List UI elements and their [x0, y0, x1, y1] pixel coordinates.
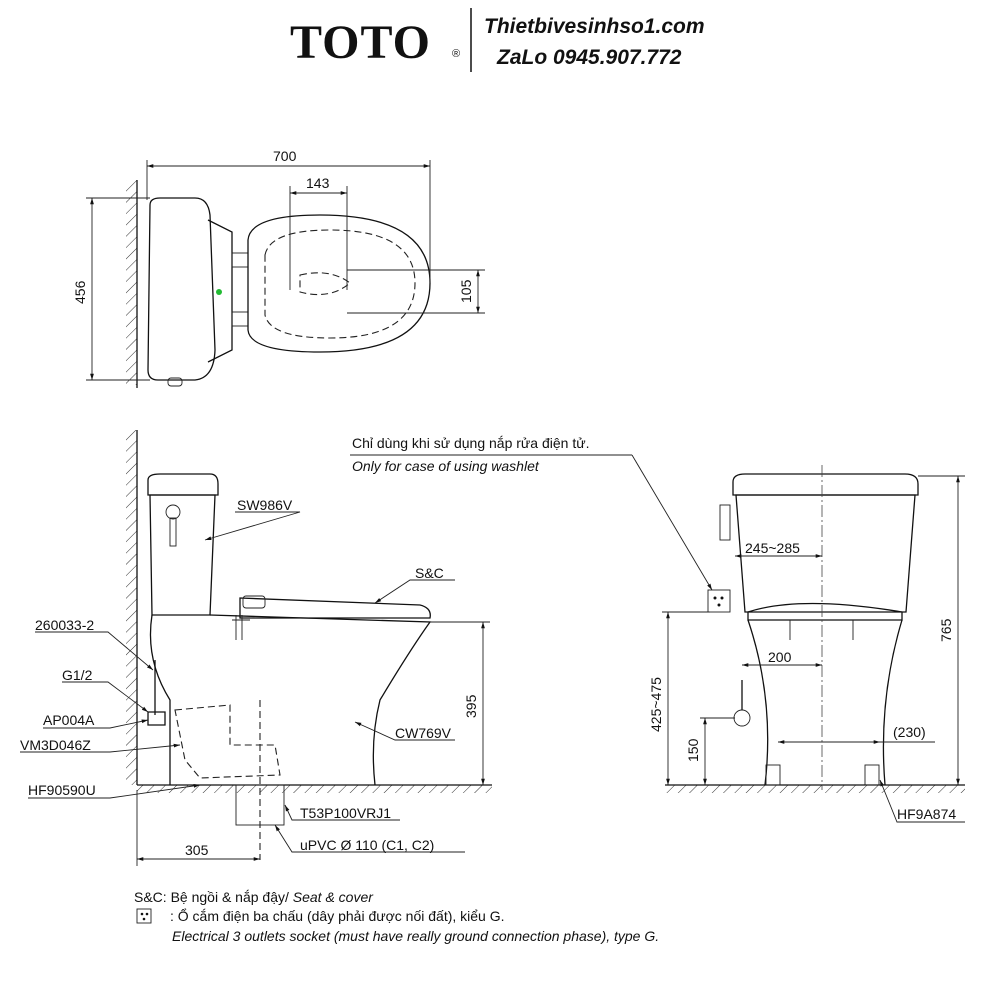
label-cw769v: CW769V [395, 725, 452, 741]
note-vi: Chỉ dùng khi sử dụng nắp rửa điện tử. [352, 435, 589, 451]
note-en: Only for case of using washlet [352, 458, 540, 474]
bowl-neck [207, 219, 233, 363]
front-lever [719, 504, 731, 541]
tank-valve [167, 377, 183, 387]
label-t53p100vrj1: T53P100VRJ1 [300, 805, 391, 821]
legend: S&C: Bệ ngồi & nắp đậy/ Seat & cover : Ổ… [134, 889, 659, 944]
dim-105: 105 [458, 279, 474, 303]
toto-logo: TOTO [290, 16, 431, 69]
contact-text: ZaLo 0945.907.772 [496, 46, 682, 69]
front-tank-lid [732, 473, 919, 496]
front-seat [747, 602, 903, 621]
dim-230: (230) [893, 724, 926, 740]
label-hf90590u: HF90590U [28, 782, 96, 798]
label-upvc: uPVC Ø 110 (C1, C2) [300, 837, 434, 853]
dim-143: 143 [306, 175, 330, 191]
bowl-profile [149, 614, 432, 786]
legend-sc: S&C: Bệ ngồi & nắp đậy/ Seat & cover [134, 889, 374, 905]
socket-box [707, 589, 731, 613]
dim-700: 700 [273, 148, 297, 164]
front-view: Chỉ dùng khi sử dụng nắp rửa điện tử. On… [350, 435, 965, 823]
label-sw986v: SW986V [237, 497, 293, 513]
seat-side [239, 597, 431, 619]
legend-socket-vi: : Ổ cắm điện ba chấu (dây phải được nối … [170, 907, 505, 924]
hinge-bottom [231, 311, 249, 327]
trap-dashed [174, 704, 281, 779]
label-hf9a874: HF9A874 [897, 806, 956, 822]
hinge-top [231, 252, 249, 268]
legend-socket-en: Electrical 3 outlets socket (must have r… [172, 928, 659, 944]
indicator-dot [216, 289, 222, 295]
dim-425-475: 425~475 [648, 677, 664, 732]
socket-legend-icon [136, 908, 152, 924]
website-text: Thietbivesinhso1.com [484, 15, 705, 38]
dim-395: 395 [463, 694, 479, 718]
stop-valve [147, 660, 166, 726]
side-view: SW986V S&C 260033-2 G1/2 AP004A VM3D046Z… [20, 430, 492, 866]
bowl-outlet-dashed [299, 272, 351, 296]
dim-765: 765 [938, 618, 954, 642]
label-ap004a: AP004A [43, 712, 95, 728]
top-view: 700 143 456 105 [72, 148, 485, 388]
label-g12: G1/2 [62, 667, 93, 683]
dim-245-285: 245~285 [745, 540, 800, 556]
flush-lever [169, 517, 177, 547]
label-260033-2: 260033-2 [35, 617, 94, 633]
dim-305: 305 [185, 842, 209, 858]
front-bowl [747, 619, 903, 786]
label-vm3d046z: VM3D046Z [20, 737, 91, 753]
seat-outline [247, 214, 431, 353]
seat-inner-dashed [264, 229, 416, 339]
front-stop-valve [733, 709, 751, 727]
tank-top [147, 197, 216, 381]
wall-hatch [126, 180, 137, 385]
dim-456: 456 [72, 280, 88, 304]
registered-mark: ® [452, 48, 460, 60]
label-sc: S&C [415, 565, 444, 581]
tank-lid [147, 473, 219, 496]
header: TOTO ® Thietbivesinhso1.com ZaLo 0945.90… [290, 8, 705, 72]
tank-body [149, 494, 216, 616]
dim-150: 150 [685, 738, 701, 762]
dim-200: 200 [768, 649, 792, 665]
front-tank-body [735, 494, 916, 613]
